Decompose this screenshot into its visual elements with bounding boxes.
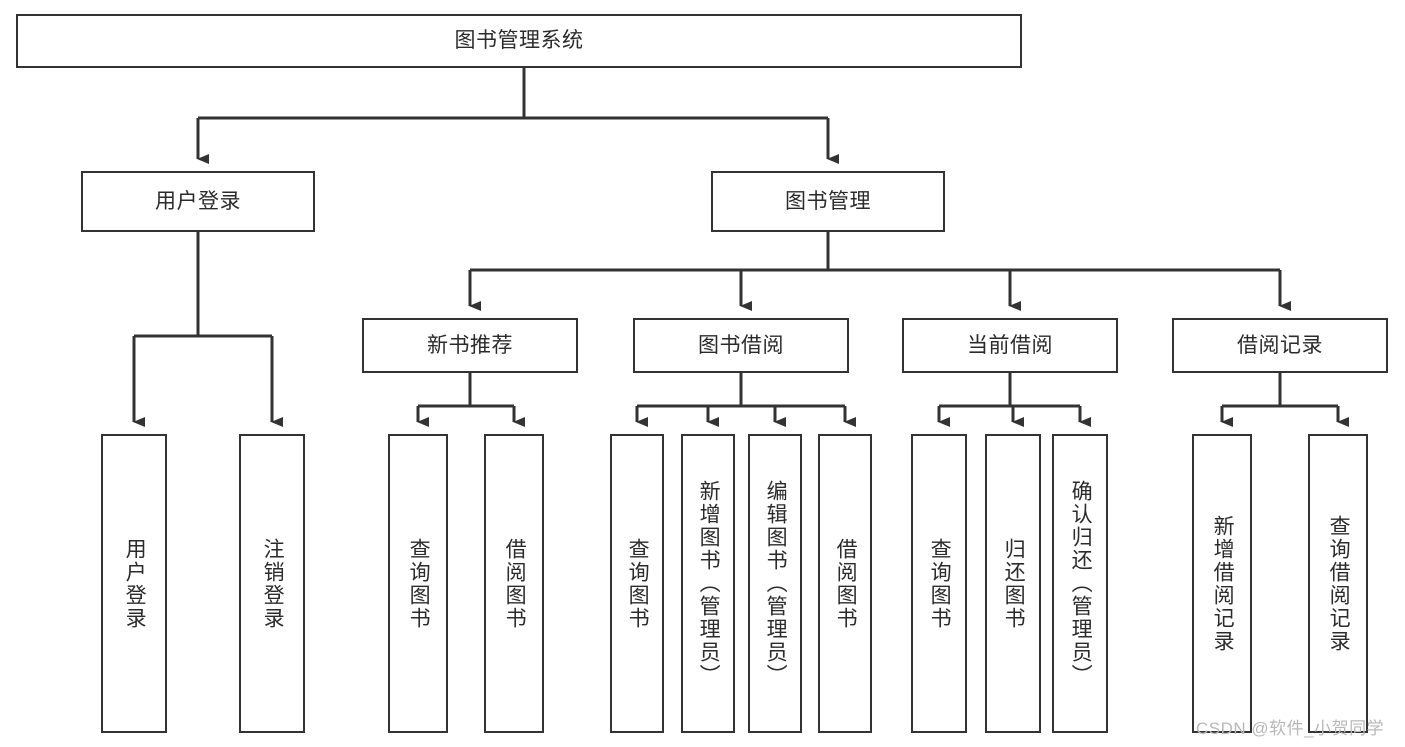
leaf-query-book-borrow-label: 查询图书 — [626, 537, 650, 630]
node-book-borrow[interactable]: 图书借阅 — [633, 318, 849, 373]
leaf-borrow-book-recommend-label: 借阅图书 — [503, 537, 527, 630]
leaf-confirm-return[interactable]: 确认归还（管理员） — [1052, 434, 1108, 733]
node-new-book-recommend[interactable]: 新书推荐 — [362, 318, 578, 373]
leaf-query-book-current[interactable]: 查询图书 — [911, 434, 967, 733]
node-borrow-record[interactable]: 借阅记录 — [1172, 318, 1388, 373]
node-book-manage-label: 图书管理 — [785, 189, 871, 213]
leaf-query-book-recommend[interactable]: 查询图书 — [388, 434, 448, 733]
leaf-edit-book-label: 编辑图书（管理员） — [764, 480, 788, 687]
leaf-user-logout[interactable]: 注销登录 — [239, 434, 305, 733]
leaf-confirm-return-label: 确认归还（管理员） — [1069, 480, 1093, 687]
node-borrow-record-label: 借阅记录 — [1237, 333, 1323, 357]
leaf-query-book-current-label: 查询图书 — [928, 537, 952, 630]
leaf-user-login-label: 用户登录 — [123, 537, 147, 630]
leaf-borrow-book-recommend[interactable]: 借阅图书 — [484, 434, 544, 733]
leaf-user-logout-label: 注销登录 — [261, 537, 285, 630]
leaf-user-login[interactable]: 用户登录 — [101, 434, 167, 733]
node-new-book-recommend-label: 新书推荐 — [427, 333, 513, 357]
node-current-borrow-label: 当前借阅 — [967, 333, 1053, 357]
leaf-add-borrow-record[interactable]: 新增借阅记录 — [1192, 434, 1252, 733]
leaf-add-book[interactable]: 新增图书（管理员） — [681, 434, 735, 733]
node-current-borrow[interactable]: 当前借阅 — [902, 318, 1118, 373]
node-root[interactable]: 图书管理系统 — [16, 14, 1022, 68]
leaf-return-book-label: 归还图书 — [1002, 537, 1026, 630]
node-root-label: 图书管理系统 — [454, 29, 584, 53]
node-book-manage[interactable]: 图书管理 — [711, 171, 945, 232]
leaf-borrow-book[interactable]: 借阅图书 — [818, 434, 872, 733]
leaf-query-borrow-record-label: 查询借阅记录 — [1327, 514, 1351, 653]
node-user-login-label: 用户登录 — [155, 189, 241, 213]
leaf-add-book-label: 新增图书（管理员） — [697, 480, 721, 687]
leaf-edit-book[interactable]: 编辑图书（管理员） — [748, 434, 802, 733]
node-book-borrow-label: 图书借阅 — [698, 333, 784, 357]
leaf-query-book-recommend-label: 查询图书 — [407, 537, 431, 630]
leaf-query-book-borrow[interactable]: 查询图书 — [610, 434, 664, 733]
node-user-login[interactable]: 用户登录 — [81, 171, 315, 232]
leaf-return-book[interactable]: 归还图书 — [985, 434, 1041, 733]
leaf-query-borrow-record[interactable]: 查询借阅记录 — [1308, 434, 1368, 733]
leaf-borrow-book-label: 借阅图书 — [834, 537, 858, 630]
leaf-add-borrow-record-label: 新增借阅记录 — [1211, 514, 1235, 653]
watermark-csdn: CSDN @软件_小贺同学 — [1196, 719, 1385, 738]
